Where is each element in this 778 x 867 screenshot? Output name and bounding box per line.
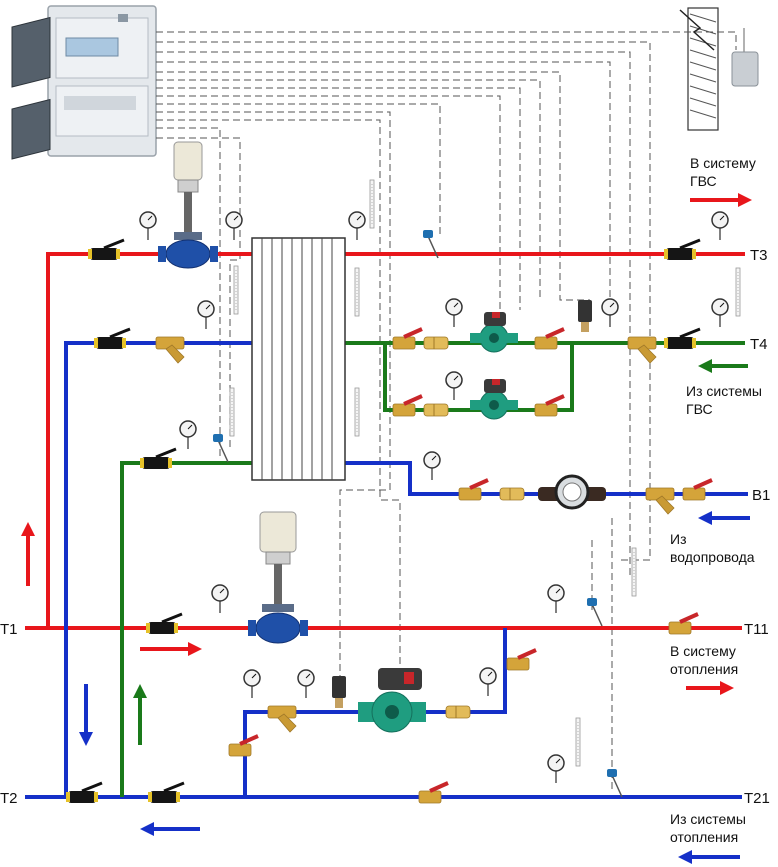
caption-to-dhw-line1: В систему [690,155,756,171]
caption-from-heating-line1: Из системы [670,811,746,827]
label-t3: T3 [750,247,768,264]
building-wall-icon [679,7,719,131]
heating-pump-icon [358,668,426,733]
arrow-down-blue-icon [79,684,93,746]
water-meter-icon [538,474,606,510]
caption-from-water-line2: водопровода [670,549,755,565]
label-t1: T1 [0,621,18,638]
caption-to-heating-line2: отопления [670,661,738,677]
control-cabinet-icon [11,5,157,160]
arrow-left-blue-icon [698,511,750,525]
heating-control-valve-icon [248,511,308,644]
caption-from-dhw-line2: ГВС [686,401,713,417]
label-b1: B1 [752,487,770,504]
arrow-right-red-icon [690,193,752,207]
pressure-gauges [139,211,729,784]
arrow-right-red-icon [140,642,202,656]
outdoor-sensor-icon [731,28,759,87]
label-t21: T21 [744,790,770,807]
caption-from-dhw-line1: Из системы [686,383,762,399]
label-t2: T2 [0,790,18,807]
arrow-up-green-icon [133,684,147,745]
dhw-pump-2-icon [469,378,519,420]
arrow-up-red-icon [21,522,35,586]
dhw-pump-1-icon [469,311,519,353]
supply-pipes [25,252,745,630]
arrow-left-green-icon [698,359,748,373]
caption-from-water-line1: Из [670,531,686,547]
arrow-right-red-icon [686,681,734,695]
label-t4: T4 [750,336,768,353]
arrow-left-blue-icon [678,850,740,864]
dhw-control-valve-icon [158,141,218,269]
arrow-left-blue-icon [140,822,200,836]
caption-from-heating-line2: отопления [670,829,738,845]
pressure-transducers [332,300,592,708]
control-cables [156,31,737,790]
plate-heat-exchanger-icon [251,237,346,481]
caption-to-heating-line1: В систему [670,643,736,659]
label-t11: T11 [744,621,769,638]
flow-arrows [21,193,752,864]
caption-to-dhw-line2: ГВС [690,173,717,189]
